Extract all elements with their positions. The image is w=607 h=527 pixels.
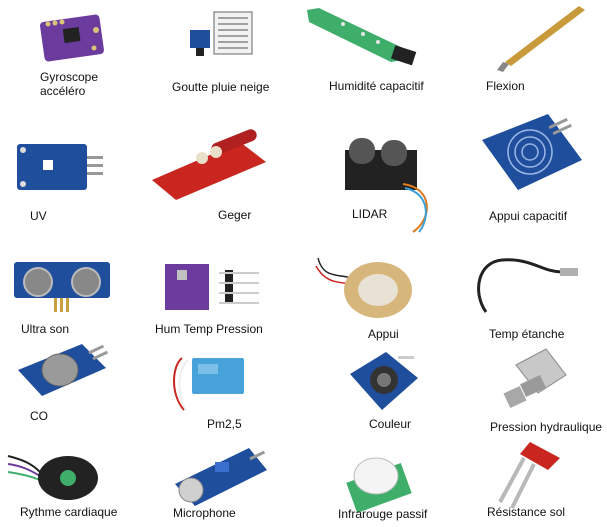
sensor-label: Pression hydraulique — [490, 420, 603, 434]
bme280-board-icon — [165, 264, 259, 310]
ultrasonic-sensor-icon — [14, 262, 110, 312]
gyroscope-accelerometer-board-icon — [40, 14, 104, 62]
sensor-label: Ultra son — [21, 322, 70, 336]
sensor-label: Temp étanche — [489, 327, 565, 341]
sensor-label: Rythme cardiaque — [20, 505, 118, 519]
flex-sensor-strip-icon — [497, 6, 585, 72]
sensor-label: CO — [30, 409, 48, 423]
piezo-disc-icon — [315, 257, 412, 318]
uv-sensor-board-icon — [17, 144, 103, 190]
color-sensor-icon — [350, 352, 418, 410]
sensor-label: LIDAR — [352, 207, 388, 221]
hydraulic-pressure-sensor-icon — [503, 348, 567, 409]
pir-motion-sensor-icon — [346, 457, 412, 513]
sensor-label: Microphone — [173, 506, 236, 520]
gas-sensor-board-icon — [18, 344, 109, 396]
sensor-label: Couleur — [369, 417, 412, 431]
heart-rate-sensor-icon — [7, 455, 98, 500]
sensor-label: Appui capacitif — [489, 209, 568, 223]
sensor-label: Gyroscope accéléro — [40, 70, 99, 98]
sensor-label: Geger — [218, 208, 252, 222]
capacitive-touch-pad-icon — [482, 114, 582, 190]
soil-resistance-probe-icon — [498, 442, 560, 509]
sensor-label: Humidité capacitif — [329, 79, 424, 93]
particulate-sensor-icon — [173, 357, 244, 411]
sensor-label: Flexion — [486, 79, 525, 93]
sensor-label: Infrarouge passif — [338, 507, 428, 521]
waterproof-temp-probe-icon — [477, 258, 578, 313]
sensor-label: Goutte pluie neige — [172, 80, 270, 94]
sensor-label: Appui — [368, 327, 399, 341]
lidar-module-icon — [345, 138, 428, 233]
sensor-label: Hum Temp Pression — [155, 322, 263, 336]
sensor-label: Résistance sol — [487, 505, 566, 519]
microphone-sensor-icon — [175, 448, 267, 506]
raindrop-snow-sensor-icon — [190, 11, 253, 56]
sensor-label: Pm2,5 — [207, 417, 242, 431]
sensor-label: UV — [30, 209, 47, 223]
geiger-counter-board-icon — [152, 129, 266, 200]
capacitive-soil-moisture-probe-icon — [307, 8, 417, 66]
